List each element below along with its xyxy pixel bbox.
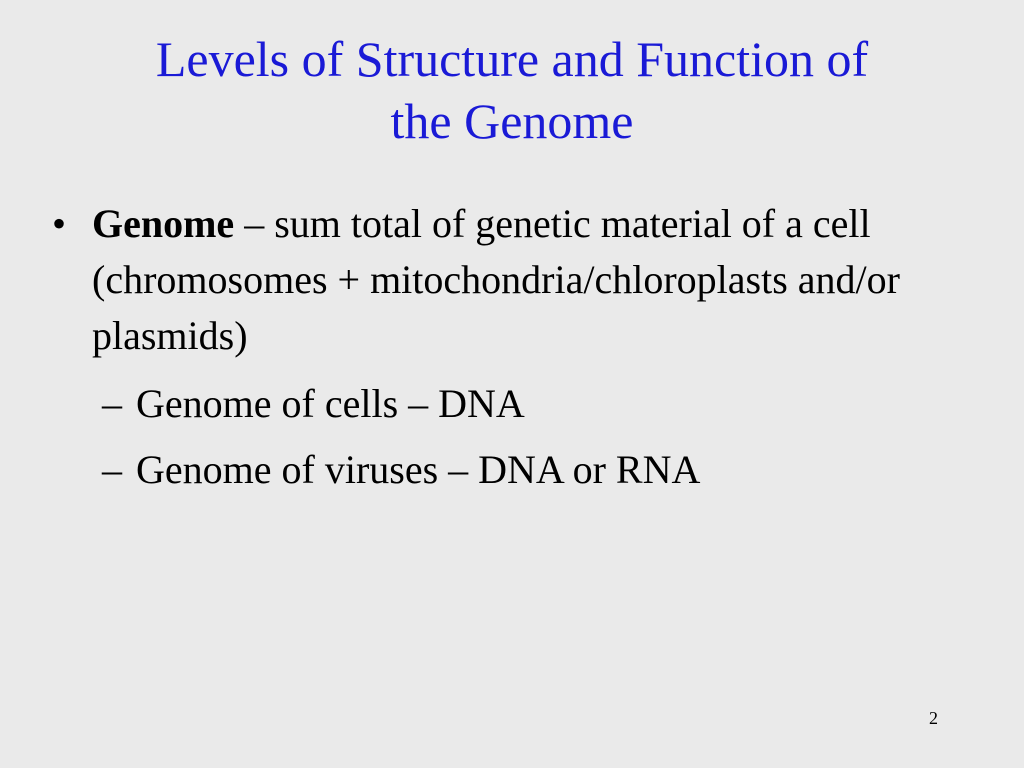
sub-bullet-item: – Genome of cells – DNA <box>102 376 982 432</box>
sub-bullet-item: – Genome of viruses – DNA or RNA <box>102 442 982 498</box>
page-number: 2 <box>929 708 938 728</box>
bullet-term: Genome <box>92 201 235 246</box>
bullet-list: • Genome – sum total of genetic material… <box>52 196 982 508</box>
sub-bullet-marker: – <box>102 447 122 492</box>
bullet-item: • Genome – sum total of genetic material… <box>52 196 982 364</box>
bullet-marker: • <box>52 201 67 246</box>
bullet-definition: – sum total of genetic material of a cel… <box>92 201 900 358</box>
slide-title-line-2: the Genome <box>390 93 634 149</box>
slide-title: Levels of Structure and Function of the … <box>60 28 964 152</box>
sub-bullet-list: – Genome of cells – DNA – Genome of viru… <box>102 376 982 498</box>
sub-bullet-text: Genome of cells – DNA <box>136 381 525 426</box>
sub-bullet-marker: – <box>102 381 122 426</box>
sub-bullet-text: Genome of viruses – DNA or RNA <box>136 447 701 492</box>
bullet-text: Genome – sum total of genetic material o… <box>92 196 982 364</box>
slide-title-line-1: Levels of Structure and Function of <box>155 31 869 87</box>
